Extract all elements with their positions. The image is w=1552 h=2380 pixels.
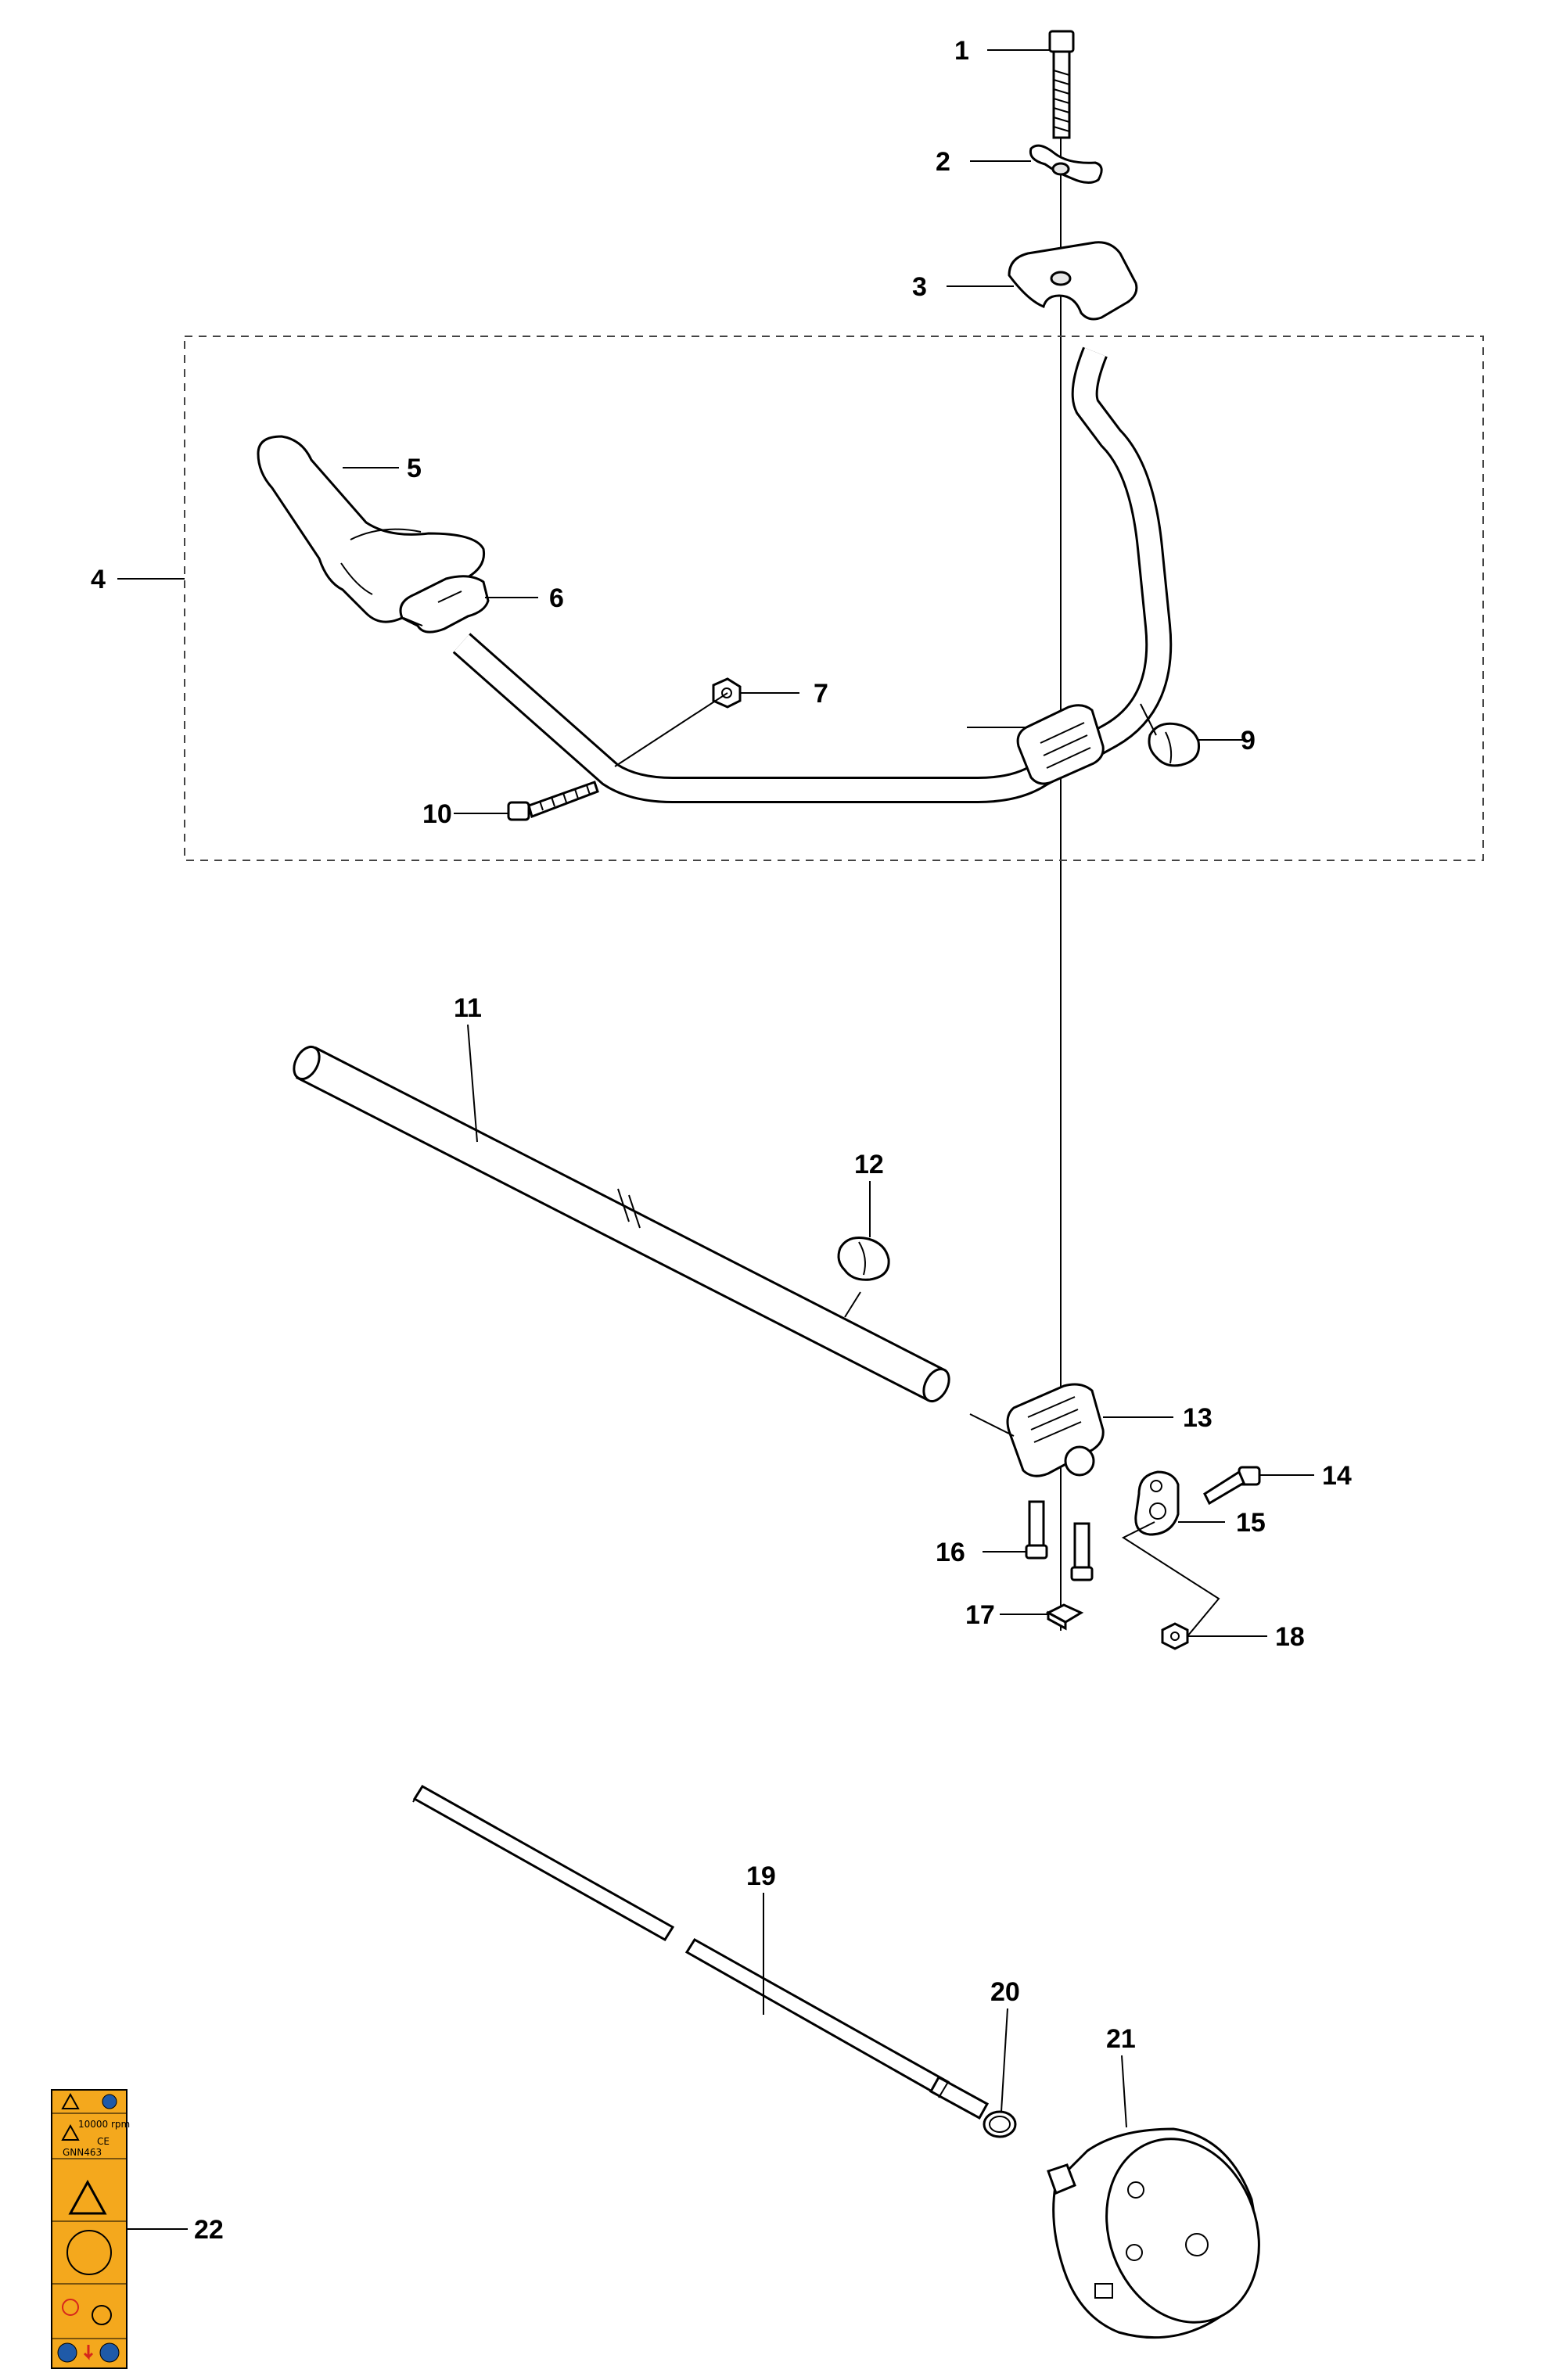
label-code: GNN463 (63, 2147, 102, 2158)
part-17-square-nut (1045, 1603, 1084, 1631)
part-2-wing-nut (1029, 144, 1103, 184)
callout-16: 16 (936, 1538, 965, 1567)
callout-6: 6 (549, 583, 564, 613)
prohibition-icon (62, 2299, 79, 2316)
safety-distance-icon (66, 2230, 112, 2275)
part-16-screw (1025, 1500, 1094, 1581)
part-1-bolt (1048, 30, 1075, 139)
part-11-shaft-tube (293, 1045, 950, 1403)
callout-20: 20 (990, 1977, 1020, 2007)
callout-3: 3 (912, 272, 927, 302)
part-15-18-link-line (1121, 1521, 1220, 1637)
callout-17: 17 (965, 1600, 995, 1630)
callout-13: 13 (1183, 1403, 1212, 1433)
handlebar-clamp-block (1016, 704, 1105, 785)
callout-19: 19 (746, 1861, 776, 1891)
callout-22: 22 (194, 2215, 224, 2245)
boots-icon (99, 2342, 120, 2363)
part-3-clamp-cap (1008, 241, 1138, 321)
callout-14: 14 (1322, 1461, 1352, 1491)
callout-18: 18 (1275, 1622, 1305, 1652)
part-6-grip-clip (399, 575, 490, 634)
callout-numbers: 1 2 3 4 5 6 7 9 10 11 12 13 14 15 16 17 … (91, 36, 1352, 2245)
callout-15: 15 (1236, 1508, 1266, 1538)
leader-lines (117, 49, 1314, 2230)
callout-21: 21 (1106, 2024, 1136, 2054)
part-20-o-ring (983, 2110, 1017, 2138)
callout-11: 11 (454, 993, 482, 1023)
ear-protection-icon (102, 2094, 117, 2109)
arrow-down-icon (83, 2345, 94, 2360)
callout-10: 10 (422, 799, 452, 829)
part-5-grip-handle (257, 435, 486, 623)
part-10-screw (507, 781, 599, 821)
label-sheet-background (51, 2089, 128, 2369)
part-4-group-box (184, 336, 1484, 861)
callout-12: 12 (854, 1150, 884, 1179)
callout-9: 9 (1241, 726, 1256, 756)
part-9-cable-clip (1148, 722, 1201, 767)
label-ce: CE (97, 2136, 110, 2147)
callout-4: 4 (91, 565, 106, 594)
label-rpm: 10000 rpm (78, 2119, 130, 2130)
warning-icon (61, 2092, 80, 2109)
callout-7: 7 (814, 679, 828, 709)
part-13-shaft-clamp (1006, 1383, 1105, 1477)
part-18-nut (1161, 1622, 1189, 1650)
handlebar-tube (452, 346, 1173, 803)
gloves-icon (57, 2342, 77, 2363)
warning-icon (68, 2179, 107, 2215)
rotation-icon (92, 2305, 112, 2325)
warning-icon (61, 2123, 80, 2141)
callout-2: 2 (936, 147, 950, 177)
part-15-bracket (1134, 1470, 1180, 1536)
callout-1: 1 (954, 36, 969, 66)
part-14-screw (1203, 1466, 1261, 1506)
part-22-label-sheet: 10000 rpm CE GNN463 (51, 2089, 130, 2369)
part-19-drive-shaft (412, 1784, 990, 2120)
callout-5: 5 (407, 454, 422, 483)
part-12-cable-clip (837, 1237, 890, 1281)
part-21-clutch-drum (1047, 2127, 1260, 2339)
